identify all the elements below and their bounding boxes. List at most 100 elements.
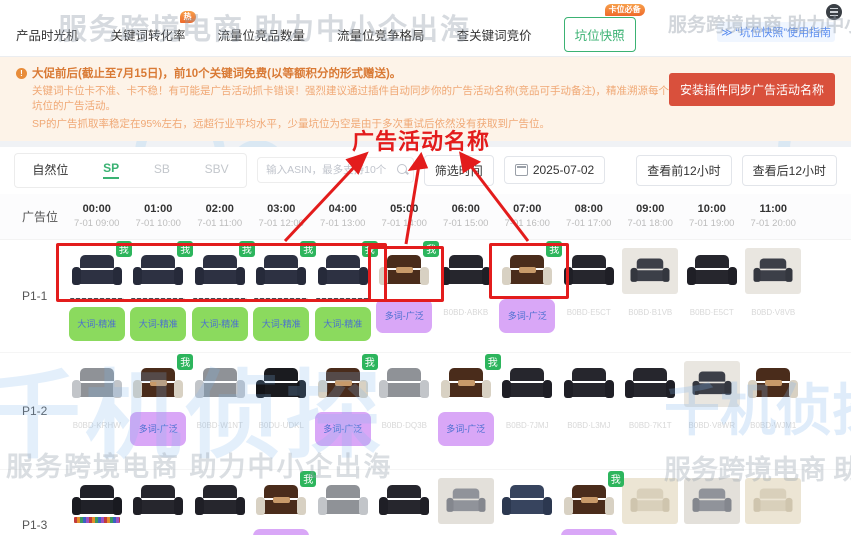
label-area: B0BD·V8WR (681, 412, 743, 454)
product-image[interactable] (437, 477, 494, 524)
sofa-graphic (692, 488, 732, 513)
product-image[interactable] (192, 361, 248, 407)
sofa-part (358, 379, 368, 398)
product-image[interactable] (499, 478, 555, 524)
sofa-part (753, 267, 761, 282)
product-image[interactable] (684, 248, 740, 294)
label-area: B0BD·I5QW (312, 529, 374, 535)
slot-cell: 我多词-广泛 (374, 240, 440, 352)
date-label: 7-01 12:00 (258, 218, 304, 230)
product-image[interactable]: 我 (499, 240, 563, 294)
sofa-part (136, 499, 181, 514)
sofa-graphic (686, 254, 737, 287)
competitor-id-text: B0BD·B1VB (628, 307, 673, 317)
product-image[interactable] (622, 247, 679, 294)
feedback-widget-icon[interactable] (826, 4, 842, 20)
sofa-part (320, 269, 365, 284)
product-image[interactable] (192, 478, 248, 524)
slot-cell: B0BD·DQ3B (374, 353, 436, 469)
product-image[interactable]: 我 (69, 240, 132, 294)
slot-cell: B0BD·V8VB (743, 240, 805, 352)
campaign-chip: 大词-精准 (191, 306, 248, 341)
filter-tab-SB[interactable]: SB (153, 162, 170, 177)
time-label: 07:00 (513, 203, 542, 216)
product-image[interactable]: 我 (315, 353, 378, 407)
sofa-part (379, 266, 389, 285)
product-image[interactable] (683, 477, 740, 524)
top-tab-1[interactable]: 产品时光机 (16, 29, 79, 43)
product-image[interactable] (745, 247, 802, 294)
sofa-part (448, 367, 483, 381)
slot-cell: B0BD·ABKB (435, 240, 497, 352)
sofa-part (136, 379, 181, 397)
product-image[interactable] (130, 478, 186, 524)
sofa-part (79, 367, 114, 381)
product-image[interactable] (69, 361, 125, 407)
product-image[interactable]: 我 (253, 240, 317, 294)
top-tab-5[interactable]: 查关键词竞价 (456, 29, 532, 43)
product-image[interactable] (745, 477, 802, 524)
sofa-part (694, 499, 729, 511)
product-image[interactable]: 我 (192, 240, 255, 294)
product-image[interactable]: 我 (253, 470, 317, 524)
product-image[interactable] (376, 361, 432, 407)
product-image[interactable] (69, 478, 125, 524)
product-image[interactable]: 我 (130, 353, 194, 407)
product-image[interactable]: 我 (315, 240, 378, 294)
product-image[interactable] (315, 478, 371, 524)
sofa-part (446, 497, 454, 512)
sofa-graphic (753, 258, 793, 283)
install-plugin-button[interactable]: 安装插件同步广告活动名称 (668, 73, 835, 106)
product-image[interactable] (561, 248, 617, 294)
time-filter-button[interactable]: 筛选时间 (423, 154, 494, 186)
product-image[interactable] (683, 360, 740, 407)
product-image[interactable]: 我 (130, 240, 194, 294)
product-image[interactable]: 我 (376, 240, 440, 294)
my-product-badge: 我 (361, 240, 378, 257)
product-image[interactable] (622, 477, 679, 524)
filter-tab-SP[interactable]: SP (103, 161, 120, 180)
product-image[interactable]: 我 (438, 353, 501, 407)
label-area: B0BD·E5CT (558, 299, 620, 341)
label-area: B0BD·KRHW (66, 412, 128, 454)
competitor-id-text: B0BD·KRHW (72, 420, 121, 430)
slot-cell: 我多词-广泛 (497, 240, 563, 352)
filter-tab-SBV[interactable]: SBV (204, 162, 229, 177)
next-12h-button[interactable]: 查看后12小时 (741, 154, 837, 186)
sofa-part (382, 266, 427, 284)
sofa-part (379, 496, 389, 515)
product-image[interactable] (561, 361, 617, 407)
top-tab-3[interactable]: 流量位竞品数量 (217, 29, 306, 43)
slot-cell: B0BD·7JMJ (497, 353, 559, 469)
top-tab-2[interactable]: 关键词转化率热 (111, 11, 196, 44)
product-image[interactable] (376, 478, 432, 524)
usage-guide-link[interactable]: ≫ “坑位快照”使用指南 (717, 22, 835, 42)
slot-cell: 我多词-广泛 (312, 353, 378, 469)
date-picker[interactable]: 2025-07-02 (503, 156, 606, 185)
product-image[interactable] (622, 361, 678, 407)
corner-label: 广告位 (22, 209, 59, 224)
product-image[interactable] (438, 248, 494, 294)
sofa-part (79, 484, 114, 498)
sofa-graphic (194, 254, 245, 287)
top-tab-6[interactable]: 坑位快照卡位必备 (563, 4, 645, 52)
label-area: 大词-精准 (66, 306, 128, 349)
asin-search-input[interactable] (257, 157, 414, 184)
sofa-part (259, 496, 304, 514)
product-image[interactable] (745, 361, 801, 407)
sofa-graphic (71, 367, 122, 400)
sofa-part (748, 379, 758, 398)
top-tab-4[interactable]: 流量位竞争格局 (337, 29, 425, 43)
prev-12h-button[interactable]: 查看前12小时 (636, 154, 732, 186)
sofa-part (358, 266, 368, 285)
sofa-part (256, 379, 266, 398)
product-image[interactable] (253, 361, 309, 407)
filter-tab-自然位[interactable]: 自然位 (32, 162, 69, 177)
slot-cell: 我多词-广泛 (558, 470, 624, 535)
time-label: 00:00 (82, 203, 111, 216)
product-image[interactable] (499, 361, 555, 407)
campaign-chip: 多词-广泛 (499, 298, 556, 333)
product-image[interactable]: 我 (561, 470, 624, 524)
